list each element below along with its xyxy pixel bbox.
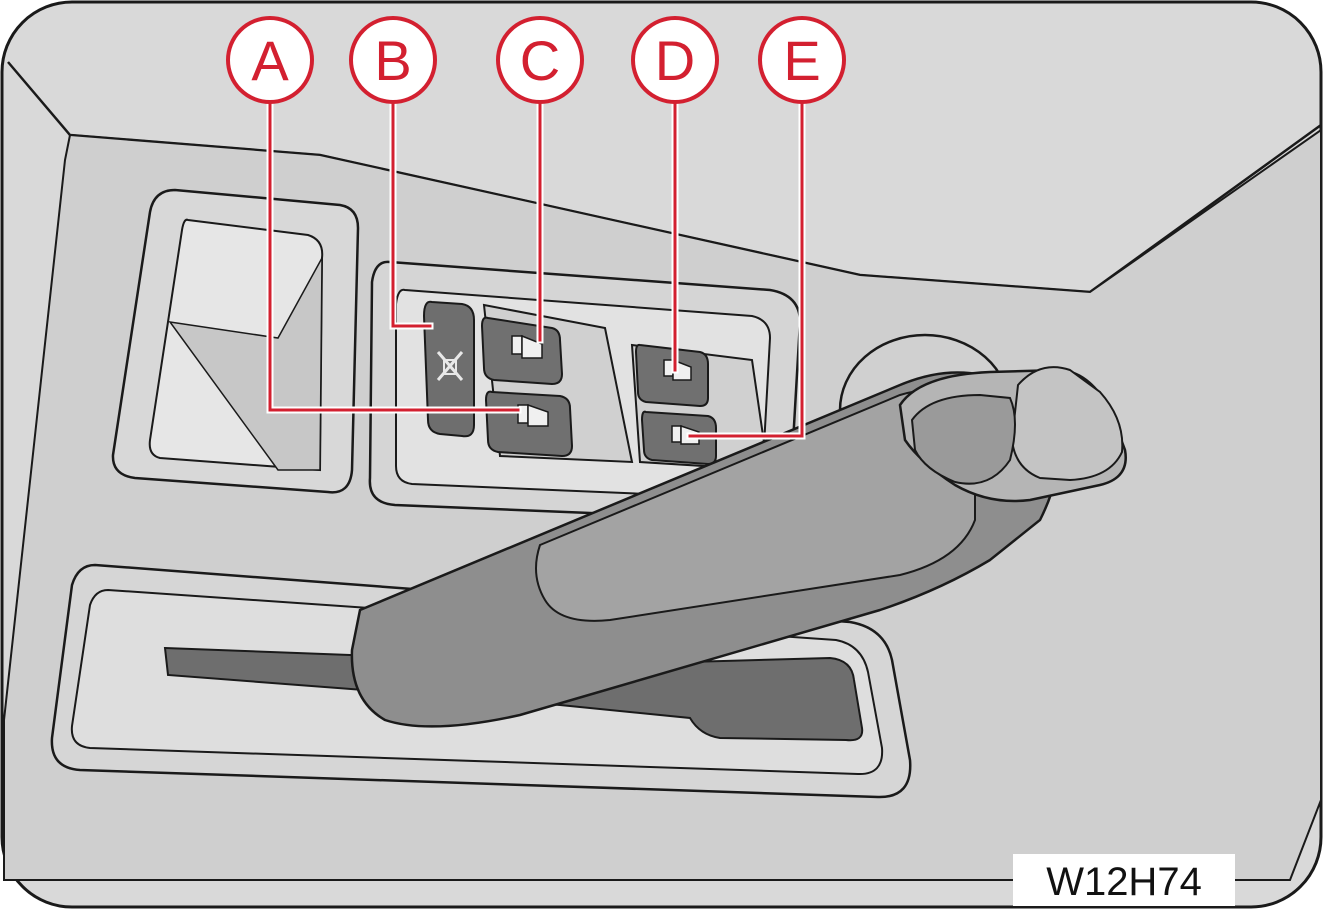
callout-label: D bbox=[655, 29, 695, 92]
callout-circle bbox=[226, 16, 314, 104]
window-arrow-icon bbox=[517, 403, 549, 427]
callout-leaders bbox=[266, 94, 806, 440]
callout-label: B bbox=[374, 29, 411, 92]
callout-e: E bbox=[758, 16, 846, 104]
window-arrow-icon bbox=[511, 334, 543, 359]
callout-b: B bbox=[349, 16, 437, 104]
lever-release-button[interactable] bbox=[910, 393, 1016, 485]
callout-a: A bbox=[226, 16, 314, 104]
callout-circle bbox=[349, 16, 437, 104]
leader-line-e bbox=[688, 96, 804, 438]
leader-line-a bbox=[268, 96, 520, 412]
storage-bay-shadow bbox=[168, 257, 323, 471]
callout-d: D bbox=[631, 16, 719, 104]
callout-circle bbox=[496, 16, 584, 104]
figure-code-box bbox=[1013, 854, 1235, 906]
lock-icon bbox=[436, 351, 464, 381]
callout-circle bbox=[631, 16, 719, 104]
figure-code: W12H74 bbox=[1046, 860, 1202, 904]
callout-label: C bbox=[520, 29, 560, 92]
callout-c: C bbox=[496, 16, 584, 104]
callout-label: E bbox=[783, 29, 820, 92]
leader-line-b bbox=[391, 96, 432, 328]
callout-label: A bbox=[251, 29, 289, 92]
callout-circle bbox=[758, 16, 846, 104]
lever-button[interactable] bbox=[1010, 366, 1124, 482]
